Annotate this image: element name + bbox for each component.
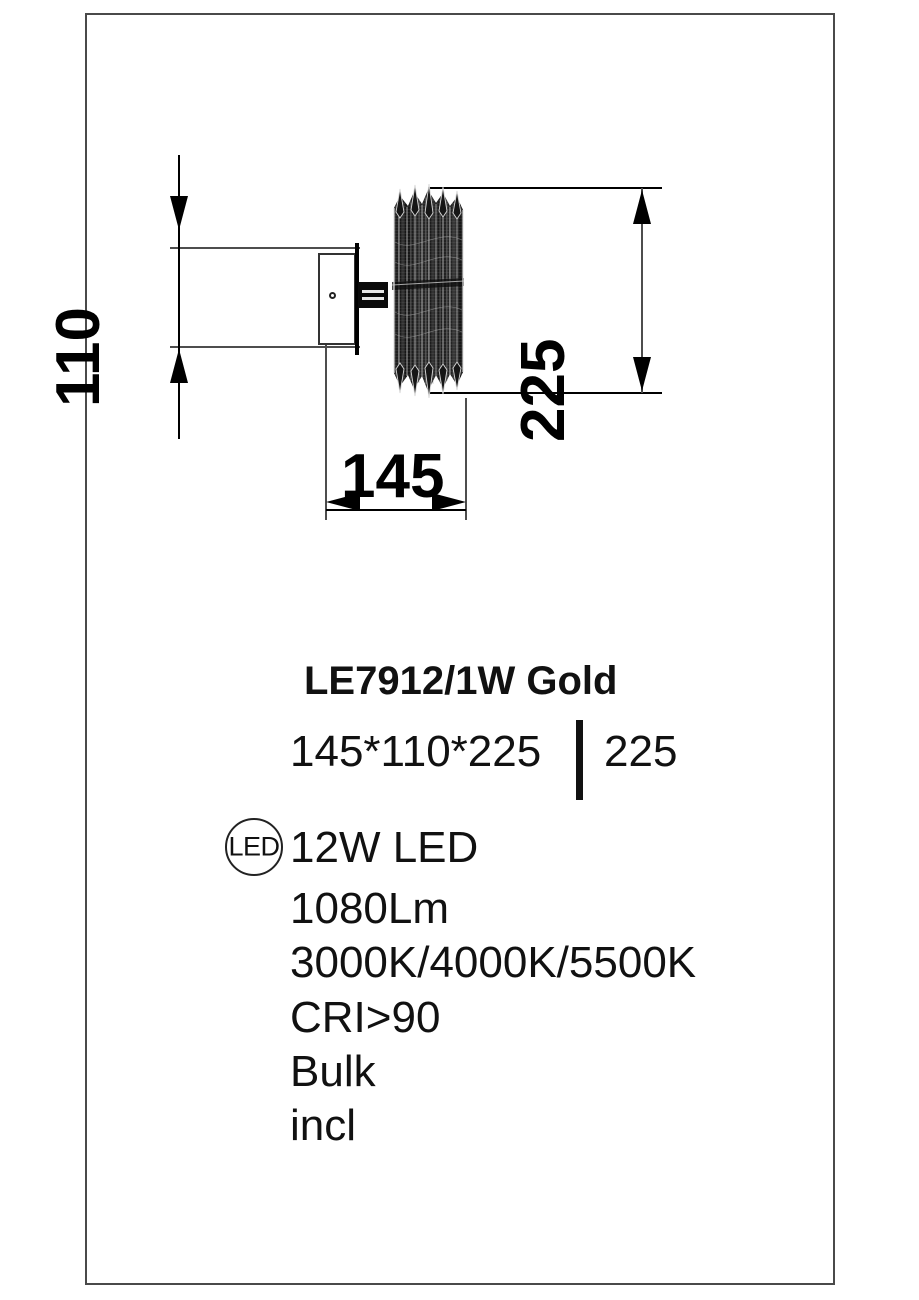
dim-line-110-mid: [178, 247, 180, 347]
dim-line-145: [326, 509, 466, 511]
wall-face-line: [355, 243, 359, 355]
connector-slot-bottom: [362, 297, 384, 300]
ext-line-225-top: [428, 187, 662, 189]
spec-line-power: 12W LED: [290, 823, 479, 872]
model-title: LE7912/1W Gold: [304, 659, 618, 703]
dim-line-110-lower: [178, 344, 180, 439]
spec-line-lumens: 1080Lm: [290, 884, 450, 933]
arrow-225-top: [633, 190, 651, 224]
separator-value: 225: [604, 727, 678, 776]
dim-label-110: 110: [44, 306, 113, 407]
arrow-225-bottom: [633, 357, 651, 391]
arrow-110-top: [170, 196, 188, 230]
sheet-border: [85, 13, 835, 1285]
connector-slot-top: [362, 290, 384, 293]
crystal-shade: [386, 182, 470, 400]
ext-line-110-top: [170, 247, 360, 249]
led-badge-icon: LED: [225, 818, 283, 876]
spec-line-color-temp: 3000K/4000K/5500K: [290, 938, 697, 987]
dim-line-225: [641, 188, 643, 393]
ext-line-145-right: [465, 398, 467, 520]
spec-line-cri: CRI>90: [290, 993, 441, 1042]
ext-line-225-bottom: [428, 392, 662, 394]
wall-bracket: [318, 253, 356, 345]
led-badge-label: LED: [228, 831, 280, 862]
ext-line-145-left: [325, 338, 327, 520]
arrow-110-bottom: [170, 349, 188, 383]
arrow-145-right: [432, 493, 466, 511]
size-label: 145*110*225: [290, 727, 542, 776]
bracket-screw-hole: [329, 292, 336, 299]
dim-label-145: 145: [341, 442, 445, 511]
dim-label-225: 225: [509, 338, 578, 442]
spec-line-packaging: Bulk: [290, 1047, 376, 1096]
shade-connector-block: [358, 282, 388, 308]
separator-bar: [576, 720, 583, 800]
ext-line-110-bottom: [170, 346, 360, 348]
arrow-145-left: [326, 493, 360, 511]
spec-line-included: incl: [290, 1101, 357, 1150]
